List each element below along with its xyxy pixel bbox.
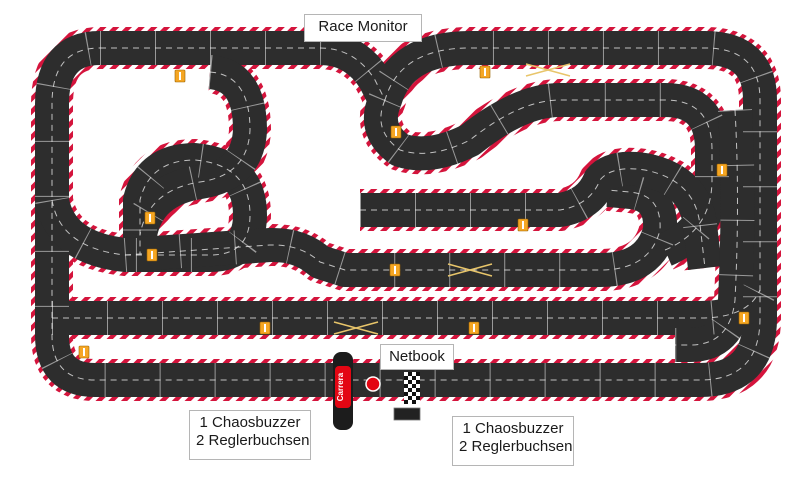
lap-counter-icon <box>468 321 480 335</box>
lap-counter-icon <box>174 69 186 83</box>
carrera-logo-icon <box>335 366 351 408</box>
crossover-icon <box>525 63 571 77</box>
lap-counter-icon <box>479 65 491 79</box>
netbook-label: Netbook <box>380 344 454 370</box>
lap-counter-icon <box>390 125 402 139</box>
checkered-flag-icon <box>404 372 420 404</box>
center-connector-track-lane-divider <box>124 189 661 271</box>
upper-serpentine-track-lane-divider <box>380 99 713 251</box>
right-controller-station-label: 1 Chaosbuzzer 2 Reglerbuchsen <box>452 416 574 466</box>
left-controller-station-label: 1 Chaosbuzzer 2 Reglerbuchsen <box>189 410 311 460</box>
lap-counter-icon <box>738 311 750 325</box>
left-hairpin-track-lane-divider <box>51 159 251 256</box>
lap-counter-icon <box>517 218 529 232</box>
pit-box-icon <box>393 407 421 421</box>
crossover-icon <box>447 263 493 277</box>
right-crossover-track-lane-divider <box>675 109 738 346</box>
lap-counter-icon <box>716 163 728 177</box>
lap-counter-icon <box>144 211 156 225</box>
start-finish-gantry-icon: Carrera <box>333 352 381 430</box>
lap-counter-icon <box>78 345 90 359</box>
middle-straight-track-lane-divider <box>360 168 706 269</box>
lap-counter-icon <box>259 321 271 335</box>
race-monitor-label: Race Monitor <box>304 14 422 42</box>
gantry-brand-text: Carrera <box>336 372 345 401</box>
track-accessories: Carrera <box>78 63 750 430</box>
lap-counter-icon <box>389 263 401 277</box>
left-inner-spiral-track-lane-divider <box>139 71 251 236</box>
lower-straight-track-lane-divider <box>52 289 761 319</box>
lap-counter-display-icon <box>365 376 381 392</box>
lap-counter-icon <box>146 248 158 262</box>
lower-straight-track <box>52 282 776 335</box>
crossover-icon <box>333 321 379 335</box>
